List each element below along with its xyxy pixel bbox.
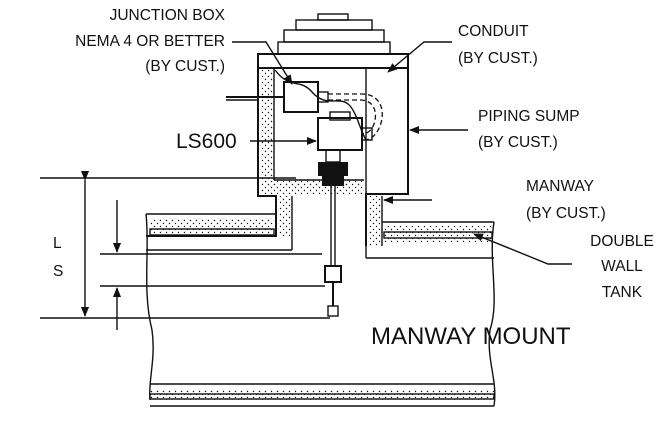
double-wall-tank-label-line2: WALL (601, 258, 643, 275)
dimension-s-label: S (53, 263, 63, 280)
sump-cap (257, 13, 409, 69)
double-wall-tank-label-line1: DOUBLE (590, 233, 654, 250)
piping-sump (146, 68, 409, 246)
manway-label-line1: MANWAY (526, 178, 594, 195)
dimension-l-label: L (53, 235, 62, 252)
junction-box-label-line2: NEMA 4 OR BETTER (75, 33, 225, 50)
label-double-wall-tank: DOUBLE WALL TANK (590, 233, 654, 301)
label-junction-box: JUNCTION BOX NEMA 4 OR BETTER (BY CUST.) (75, 7, 226, 75)
junction-box (226, 81, 329, 113)
piping-sump-label-line1: PIPING SUMP (478, 108, 580, 125)
manway-label-line2: (BY CUST.) (526, 205, 606, 222)
ls600-sensor (317, 111, 373, 317)
diagram-title: MANWAY MOUNT (371, 323, 571, 350)
ls600-label: LS600 (176, 130, 237, 153)
tank-top (145, 213, 496, 407)
tank-bottom (149, 383, 495, 407)
manway-collar (278, 196, 383, 246)
label-conduit: CONDUIT (BY CUST.) (458, 23, 538, 67)
dimension-lines (40, 171, 330, 330)
label-piping-sump: PIPING SUMP (BY CUST.) (478, 108, 580, 151)
conduit-label-line1: CONDUIT (458, 23, 529, 40)
junction-box-label-line3: (BY CUST.) (145, 58, 225, 75)
conduit-label-line2: (BY CUST.) (458, 50, 538, 67)
conduit (328, 93, 383, 141)
label-manway: MANWAY (BY CUST.) (526, 178, 606, 222)
leader-lines (232, 41, 572, 265)
piping-sump-label-line2: (BY CUST.) (478, 134, 558, 151)
double-wall-tank-label-line3: TANK (602, 284, 643, 301)
junction-box-label-line1: JUNCTION BOX (110, 7, 226, 24)
